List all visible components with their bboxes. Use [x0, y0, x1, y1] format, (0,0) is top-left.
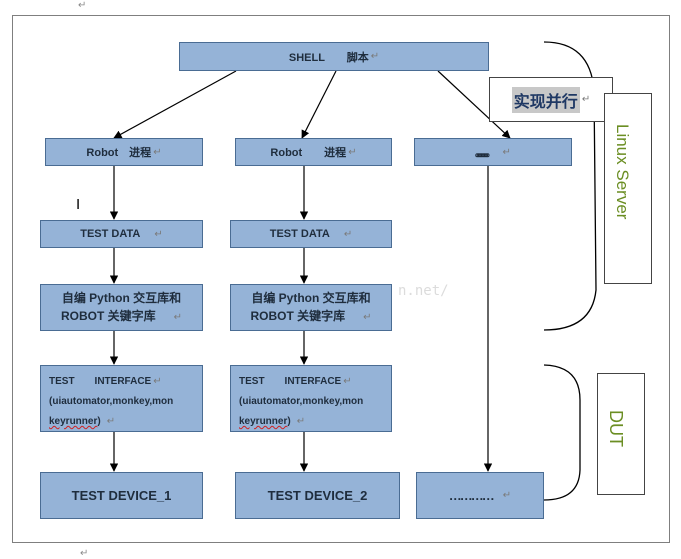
ellipsis-label: 。。。。。。。。	[475, 147, 496, 159]
test-interface-tools-tail: keyrunner	[239, 416, 288, 427]
paragraph-mark: ↵	[154, 228, 163, 240]
test-interface-close: )	[287, 416, 291, 427]
test-device-box-2: TEST DEVICE_2	[235, 472, 400, 519]
test-interface-close: )	[97, 416, 101, 427]
test-device-box-3: ………… ↵	[416, 472, 544, 519]
test-interface-title: TEST INTERFACE	[239, 376, 342, 387]
robot-process-box-2: Robot 进程 ↵	[235, 138, 392, 166]
test-device-box-1: TEST DEVICE_1	[40, 472, 203, 519]
test-data-label: TEST DATA	[80, 228, 141, 240]
dut-box	[597, 373, 645, 495]
shell-script-label: SHELL 脚本	[288, 51, 369, 64]
paragraph-mark: ↵	[502, 490, 512, 501]
shell-script-box: SHELL 脚本 ↵	[179, 42, 489, 71]
test-interface-tools: (uiautomator,monkey,mon	[239, 396, 364, 407]
arrow-shell-robot-2	[301, 70, 337, 139]
robot-process-box-1: Robot 进程 ↵	[45, 138, 203, 166]
library-label-line1: 自编 Python 交互库和	[251, 290, 371, 305]
arrow-shell-robot-1	[113, 70, 237, 139]
linux-server-box	[604, 93, 652, 284]
test-data-box-2: TEST DATA ↵	[230, 220, 392, 248]
robot-process-label: Robot 进程	[270, 147, 347, 159]
test-interface-box-1: TEST INTERFACE↵ (uiautomator,monkey,mon …	[40, 365, 203, 432]
library-label-line1: 自编 Python 交互库和	[61, 290, 182, 305]
dut-label: DUT	[606, 410, 626, 447]
test-interface-box-2: TEST INTERFACE↵ (uiautomator,monkey,mon …	[230, 365, 392, 432]
watermark: n.net/	[398, 283, 449, 299]
paragraph-mark: ↵	[343, 376, 352, 387]
paragraph-mark: ↵	[78, 0, 87, 11]
parallel-callout-text: 实现并行	[511, 86, 580, 113]
paragraph-mark: ↵	[363, 311, 372, 323]
library-box-2: 自编 Python 交互库和 ROBOT 关键字库 ↵	[230, 284, 392, 331]
paragraph-mark: ↵	[370, 51, 380, 62]
paragraph-mark: ↵	[581, 94, 591, 105]
paragraph-mark: ↵	[80, 548, 89, 559]
paragraph-mark: ↵	[173, 311, 183, 323]
library-label-line2: ROBOT 关键字库	[250, 308, 346, 323]
paragraph-mark: ↵	[153, 146, 162, 158]
test-data-label: TEST DATA	[269, 228, 330, 240]
test-interface-title: TEST INTERFACE	[49, 376, 152, 387]
arrow-shell-robot-3	[437, 70, 511, 139]
test-data-box-1: TEST DATA ↵	[40, 220, 203, 248]
library-box-1: 自编 Python 交互库和 ROBOT 关键字库 ↵	[40, 284, 203, 331]
paragraph-mark: ↵	[343, 228, 353, 240]
linux-server-label: Linux Server	[613, 124, 632, 220]
text-cursor: I	[76, 196, 81, 213]
library-label-line2: ROBOT 关键字库	[60, 308, 156, 323]
ellipsis-label: …………	[448, 488, 495, 503]
page-frame	[12, 15, 670, 543]
robot-process-box-3: 。。。。。。。。 ↵	[414, 138, 572, 166]
paragraph-mark: ↵	[296, 416, 306, 427]
test-interface-tools-tail: keyrunner	[49, 416, 98, 427]
test-device-label: TEST DEVICE_1	[71, 488, 172, 503]
test-device-label: TEST DEVICE_2	[267, 488, 368, 503]
parallel-callout: 实现并行 ↵	[489, 77, 613, 122]
paragraph-mark: ↵	[502, 146, 511, 158]
test-interface-tools: (uiautomator,monkey,mon	[49, 396, 174, 407]
paragraph-mark: ↵	[106, 416, 116, 427]
paragraph-mark: ↵	[153, 376, 162, 387]
robot-process-label: Robot 进程	[86, 147, 152, 159]
brace-dut	[543, 364, 581, 501]
paragraph-mark: ↵	[348, 146, 357, 158]
